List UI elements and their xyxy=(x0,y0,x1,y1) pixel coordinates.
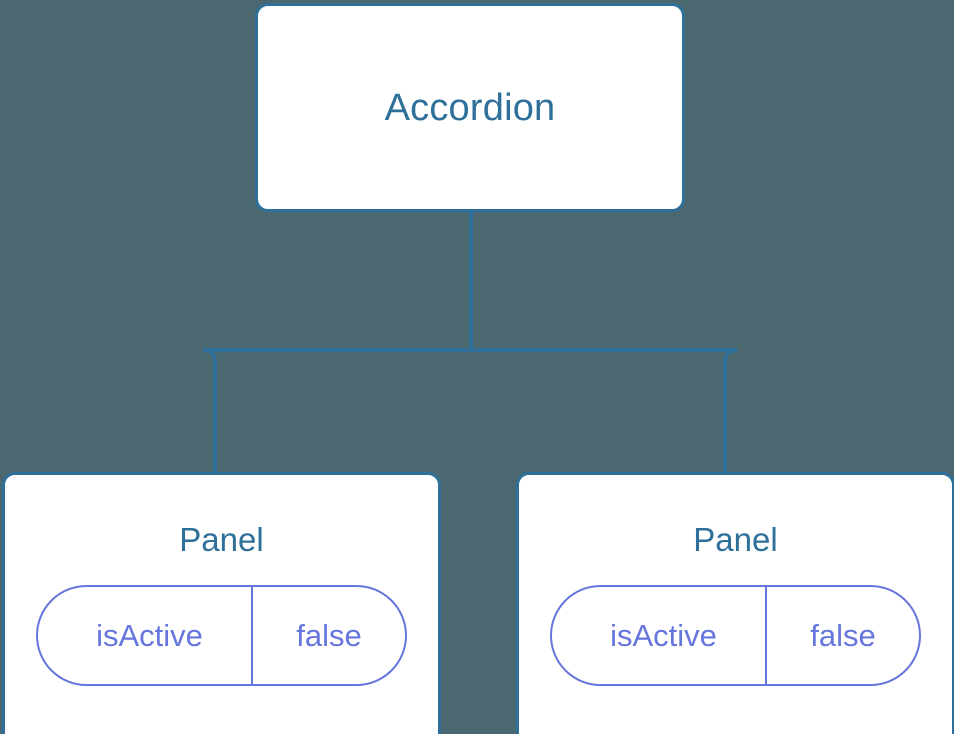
connector-branch-left xyxy=(202,348,471,474)
state-value-panel-2: false xyxy=(810,618,876,653)
state-key-panel-2: isActive xyxy=(610,618,717,653)
state-badge-panel-1[interactable]: isActive false xyxy=(36,585,407,686)
node-panel-2[interactable]: Panel isActive false xyxy=(516,472,954,734)
state-value-panel-1: false xyxy=(296,618,362,653)
node-panel-2-title: Panel xyxy=(693,521,778,558)
node-panel-1[interactable]: Panel isActive false xyxy=(2,472,441,734)
connector-branch-right xyxy=(471,348,738,474)
state-divider-panel-1 xyxy=(251,587,253,684)
node-panel-1-title: Panel xyxy=(179,521,264,558)
state-badge-panel-2[interactable]: isActive false xyxy=(550,585,921,686)
node-accordion[interactable]: Accordion xyxy=(255,3,685,212)
state-key-panel-1: isActive xyxy=(96,618,203,653)
node-accordion-title: Accordion xyxy=(384,86,556,129)
state-divider-panel-2 xyxy=(765,587,767,684)
